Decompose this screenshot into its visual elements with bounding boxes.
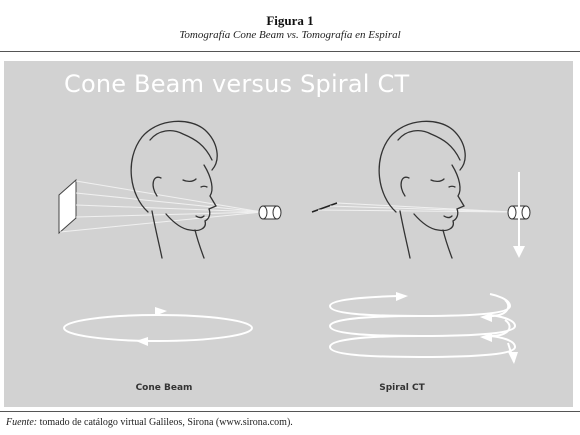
diagram-panel: [4, 61, 573, 407]
bottom-rule: [0, 411, 580, 412]
cone-beam-caption: Cone Beam: [135, 383, 193, 393]
cone-beam-orbit: [63, 314, 253, 342]
spiral-ct-illustration: [311, 120, 531, 364]
fan-beam-rays: [317, 202, 513, 213]
source-note: Fuente: tomado de catálogo virtual Galil…: [6, 417, 293, 428]
orbit-arrow-bottom: [136, 337, 148, 346]
orbit-arrow-top: [155, 307, 167, 316]
spiral-arrow-2: [480, 313, 492, 322]
panel-heading: Cone Beam versus Spiral CT: [64, 70, 410, 98]
spiral-path: [328, 293, 517, 363]
translation-arrow-head: [513, 246, 525, 258]
top-rule: [0, 51, 580, 52]
figure-subtitle: Tomografía Cone Beam vs. Tomografía en E…: [179, 29, 401, 41]
head-right: [378, 120, 466, 259]
xray-source-right: [507, 205, 531, 220]
cone-beam-illustration: [58, 120, 282, 346]
source-label: Fuente:: [6, 417, 38, 428]
source-text: tomado de catálogo virtual Galileos, Sir…: [37, 417, 293, 428]
spiral-ct-caption: Spiral CT: [379, 383, 425, 393]
detector-plate: [58, 178, 77, 235]
spiral-arrow-1: [396, 292, 408, 301]
figure-title: Figura 1: [266, 13, 314, 28]
detector-line: [311, 202, 338, 213]
spiral-arrow-4: [508, 352, 518, 364]
spiral-arrow-3: [480, 333, 492, 342]
head-left: [130, 120, 218, 259]
xray-source-left: [258, 205, 282, 220]
cone-beam-rays: [59, 180, 263, 233]
